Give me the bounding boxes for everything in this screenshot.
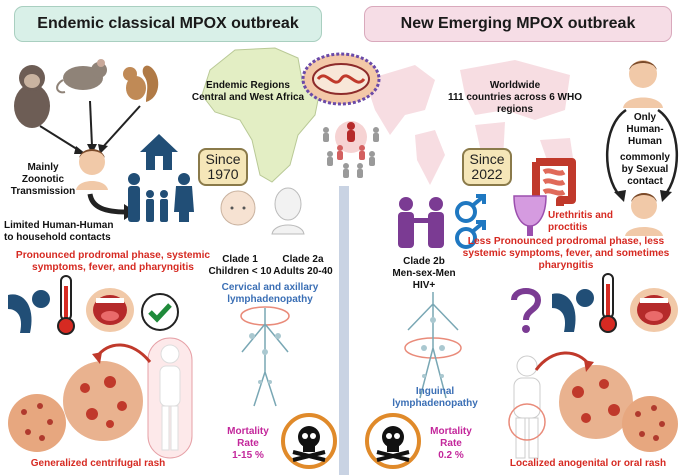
skull-icon-left <box>281 413 337 469</box>
skull-icon-right <box>365 413 421 469</box>
africa-map-icon <box>201 47 321 183</box>
body-outline-right <box>508 355 546 459</box>
lymph-body-left <box>240 306 290 407</box>
sick-person-icon <box>8 290 50 333</box>
left-lymph-label: Cervical and axillary lymphadenopathy <box>221 282 319 305</box>
rash-skin-left <box>8 394 66 452</box>
center-divider <box>339 186 349 475</box>
rash-skin-right <box>622 396 678 452</box>
virus-icon <box>301 52 381 106</box>
man-head-icon <box>76 149 108 190</box>
family-icon <box>128 173 194 222</box>
throat-icon <box>86 288 134 332</box>
worldwide-label: Worldwide 111 countries across 6 WHO reg… <box>448 80 582 115</box>
clade2a-label: Clade 2a Adults 20-40 <box>273 254 333 277</box>
world-map-icon <box>365 60 573 185</box>
throat-icon-right <box>630 288 678 332</box>
male-symbol-icon <box>455 194 486 249</box>
rash-close-left <box>61 359 145 443</box>
people-cluster-icon <box>323 121 379 178</box>
adult-face-icon <box>271 187 305 235</box>
lymph-body-right <box>404 292 462 399</box>
clade1-label: Clade 1 Children < 10 <box>208 254 272 277</box>
human-loop-arrow <box>605 108 679 202</box>
rat-icon <box>56 59 107 94</box>
monkey-icon <box>14 65 50 128</box>
sick-person-icon-right <box>552 289 594 332</box>
endemic-regions-label: Endemic Regions Central and West Africa <box>191 80 305 103</box>
left-rash-label: Generalized centrifugal rash <box>30 458 166 469</box>
since-1970-label: Since 1970 <box>205 151 241 182</box>
urethritis-label: Urethritis and proctitis <box>548 210 614 233</box>
right-panel-title: New Emerging MPOX outbreak <box>364 6 672 42</box>
question-icon <box>511 288 542 333</box>
right-symptoms-label: Less Pronounced prodromal phase, less sy… <box>462 236 670 271</box>
since-1970-badge: Since 1970 <box>198 148 248 186</box>
rash-arrow-left <box>92 343 152 364</box>
left-panel-title: Endemic classical MPOX outbreak <box>14 6 322 42</box>
thermometer-icon-right <box>599 273 617 333</box>
thermometer-icon <box>57 275 75 335</box>
body-outline-left <box>147 337 193 459</box>
clade2b-label: Clade 2b Men-sex-Men HIV+ <box>392 256 456 291</box>
couple-icon <box>398 197 444 248</box>
left-mortality-label: Mortality Rate 1-15 % <box>227 426 269 461</box>
human-only-label: Only Human- Human <box>626 112 664 147</box>
since-2022-label: Since 2022 <box>469 151 505 182</box>
sexual-contact-label: commonly by Sexual contact <box>619 152 670 187</box>
intestine-icon <box>532 158 576 206</box>
right-lymph-label: Inguinal lymphadenopathy <box>392 386 478 409</box>
right-mortality-label: Mortality Rate 0.2 % <box>430 426 472 461</box>
bladder-icon <box>513 195 547 236</box>
zoonotic-transmission-label: Mainly Zoonotic Transmission <box>10 162 76 197</box>
rash-arrow-right <box>534 351 594 372</box>
child-face-icon <box>220 190 256 226</box>
checkmark-icon <box>141 293 179 331</box>
man-head-icon-right-top <box>623 60 663 108</box>
right-rash-label: Localized anogenital or oral rash <box>509 458 667 469</box>
man-head-icon-right-bottom <box>625 193 663 236</box>
left-symptoms-label: Pronounced prodromal phase, systemic sym… <box>15 250 211 273</box>
house-icon <box>140 134 178 170</box>
household-label: Limited Human-Human to household contact… <box>4 220 114 243</box>
since-2022-badge: Since 2022 <box>462 148 512 186</box>
squirrel-icon <box>123 65 159 102</box>
